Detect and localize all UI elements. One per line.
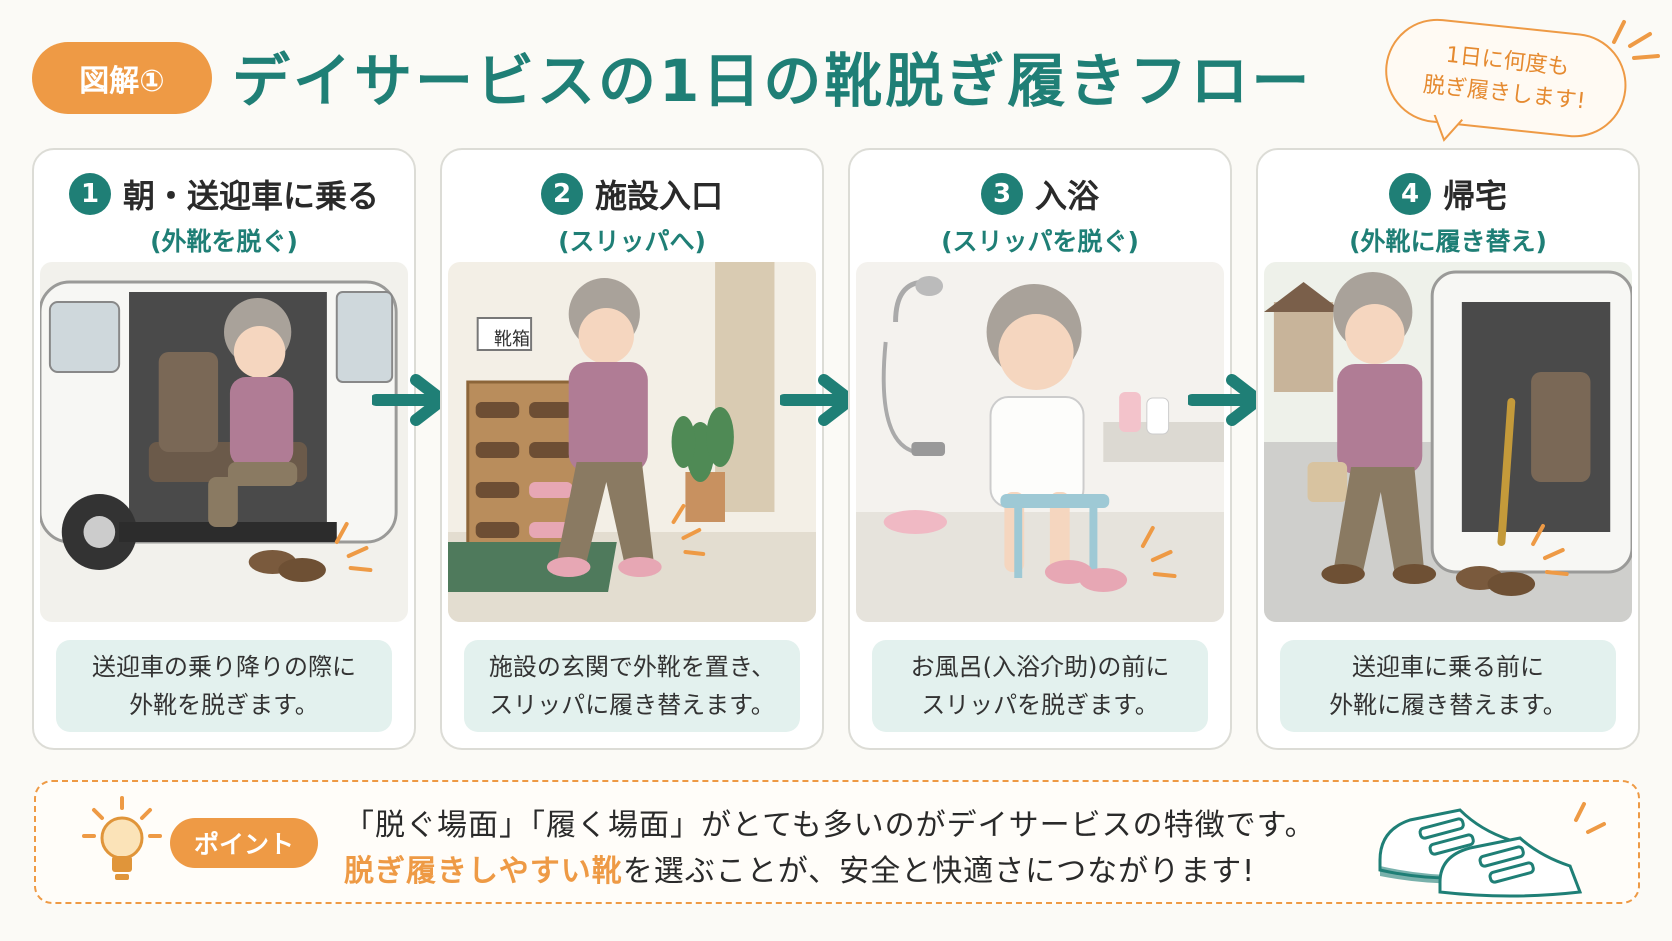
- description-line-2: スリッパに履き替えます。: [489, 691, 775, 719]
- description-line-1: 施設の玄関で外靴を置き、: [488, 653, 776, 681]
- step-number: 3: [980, 173, 1023, 215]
- description-line-2: 外靴に履き替えます。: [1329, 691, 1567, 719]
- speech-bubble: 1日に何度も 脱ぎ履きします!: [1378, 13, 1632, 159]
- point-label: ポイント: [170, 818, 318, 868]
- bath-illustration: [856, 262, 1224, 622]
- point-text-line-1: 「脱ぐ場面」「履く場面」がとても多いのがデイサービスの特徴です。: [344, 808, 1316, 843]
- step-card-1: 1 朝・送迎車に乗る (外靴を脱ぐ) 送迎車の乗り降りの際に: [32, 148, 416, 750]
- step-header: 2 施設入口: [442, 172, 822, 216]
- step-subtitle: (外靴に履き替え): [1349, 227, 1547, 256]
- entrance-illustration: [448, 262, 816, 622]
- step-header: 4 帰宅: [1258, 172, 1638, 216]
- step-subtitle: (スリッパを脱ぐ): [941, 227, 1139, 256]
- step-title: 施設入口: [594, 177, 723, 215]
- step-number: 1: [68, 173, 111, 215]
- description-line-1: 送迎車の乗り降りの際に: [92, 653, 356, 681]
- point-text-line-2: 脱ぎ履きしやすい靴を選ぶことが、安全と快適さにつながります!: [344, 846, 1255, 890]
- point-text-rest: を選ぶことが、安全と快適さにつながります!: [622, 854, 1256, 889]
- step-title: 朝・送迎車に乗る: [122, 177, 379, 215]
- step-number: 4: [1388, 173, 1431, 215]
- sparkle-icon: [1612, 20, 1660, 60]
- description-line-2: 外靴を脱ぎます。: [129, 691, 319, 719]
- bubble-tail-icon: [1433, 114, 1463, 142]
- sneaker-icon: [1378, 802, 1606, 898]
- step-number: 2: [540, 173, 583, 215]
- description-line-1: お風呂(入浴介助)の前に: [910, 653, 1170, 681]
- step-subtitle: (外靴を脱ぐ): [150, 227, 298, 256]
- step-card-4: 4 帰宅 (外靴に履き替え) 送迎車に乗る前に: [1256, 148, 1640, 750]
- step-card-2: 2 施設入口 (スリッパへ): [440, 148, 824, 750]
- lightbulb-icon: [82, 796, 162, 880]
- step-description: 送迎車に乗る前に 外靴に履き替えます。: [1280, 640, 1616, 732]
- page-title: デイサービスの1日の靴脱ぎ履きフロー: [232, 47, 1313, 115]
- step-header: 1 朝・送迎車に乗る: [34, 172, 414, 216]
- step-title: 帰宅: [1442, 177, 1507, 215]
- shoe-box-sign: 靴箱: [494, 329, 530, 350]
- step-subtitle: (スリッパへ): [558, 227, 706, 256]
- description-line-1: 送迎車に乗る前に: [1352, 653, 1544, 681]
- step-description: 送迎車の乗り降りの際に 外靴を脱ぎます。: [56, 640, 392, 732]
- step-title: 入浴: [1034, 177, 1099, 215]
- description-line-2: スリッパを脱ぎます。: [921, 691, 1159, 719]
- step-description: お風呂(入浴介助)の前に スリッパを脱ぎます。: [872, 640, 1208, 732]
- return-home-illustration: [1264, 262, 1632, 622]
- figure-badge: 図解①: [32, 42, 212, 114]
- point-highlight: 脱ぎ履きしやすい靴: [344, 854, 623, 889]
- van-illustration: [40, 262, 408, 622]
- step-description: 施設の玄関で外靴を置き、 スリッパに履き替えます。: [464, 640, 800, 732]
- step-card-3: 3 入浴 (スリッパを脱ぐ): [848, 148, 1232, 750]
- speech-bubble-body: 1日に何度も 脱ぎ履きします!: [1380, 13, 1632, 143]
- step-header: 3 入浴: [850, 172, 1230, 216]
